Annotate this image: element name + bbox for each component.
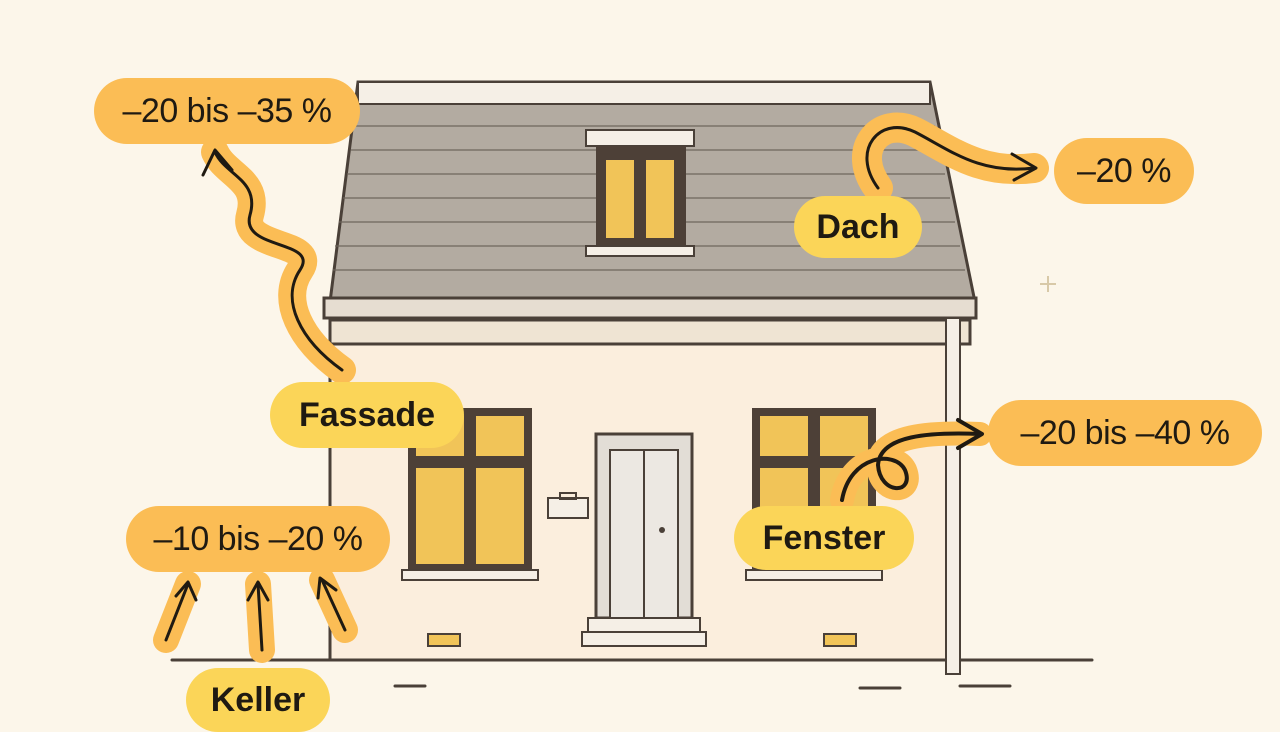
fassade-arrow	[201, 138, 356, 384]
basement-vents	[427, 633, 857, 647]
keller-savings-badge: –10 bis –20 %	[126, 506, 390, 572]
dormer-window	[585, 129, 695, 257]
dach-label: Dach	[794, 196, 922, 258]
keller-arrow-left	[153, 571, 201, 653]
keller-arrow-right	[309, 567, 358, 643]
sparkle-icon	[1040, 276, 1056, 292]
mailbox	[547, 492, 589, 519]
dach-arrow	[852, 112, 1049, 203]
fenster-label: Fenster	[734, 506, 914, 570]
fassade-label: Fassade	[270, 382, 464, 448]
fassade-savings-badge: –20 bis –35 %	[94, 78, 360, 144]
front-door	[581, 432, 707, 647]
drain-pipe	[945, 317, 961, 675]
keller-arrows	[153, 567, 358, 663]
keller-label: Keller	[186, 668, 330, 732]
dach-savings-badge: –20 %	[1054, 138, 1194, 204]
fenster-savings-badge: –20 bis –40 %	[988, 400, 1262, 466]
fenster-arrow	[830, 418, 992, 512]
keller-arrow-middle	[245, 571, 275, 663]
